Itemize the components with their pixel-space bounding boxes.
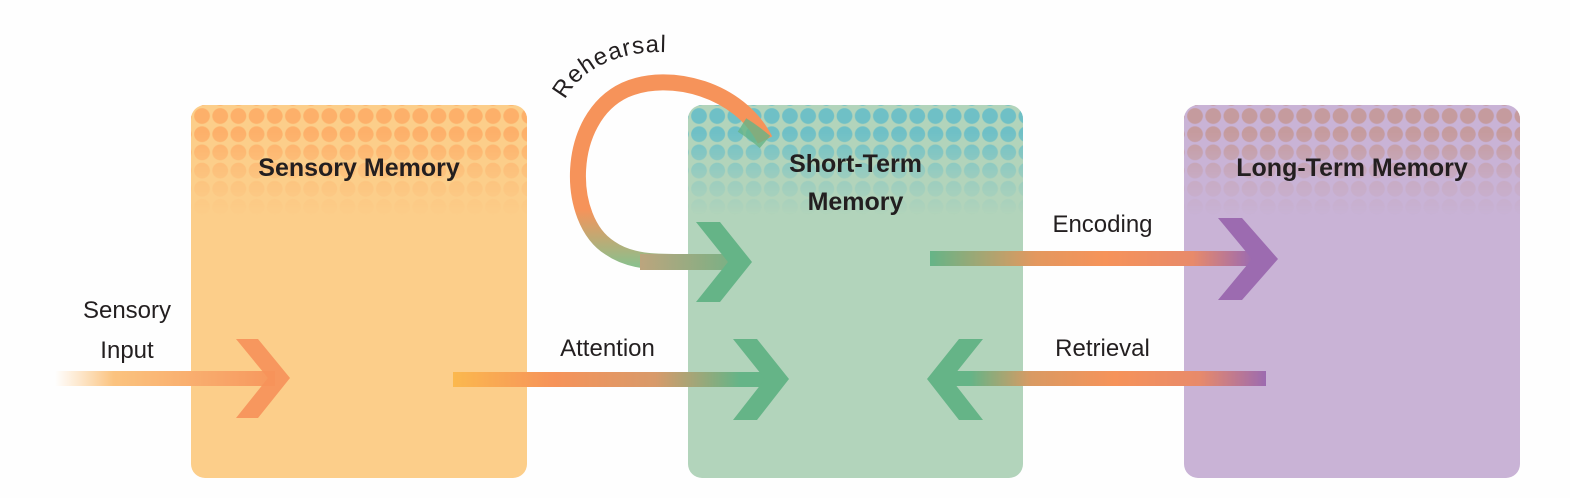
attention-arrow-shaft bbox=[453, 372, 773, 387]
short-term-memory-title-line1: Short-Term bbox=[789, 150, 922, 178]
rehearsal-loop-start bbox=[737, 118, 771, 149]
sensory-input-arrow-shaft bbox=[55, 371, 275, 386]
short-term-memory-title-line2: Memory bbox=[807, 188, 904, 216]
encoding-arrow-shaft bbox=[930, 251, 1260, 266]
long-term-memory-title: Long-Term Memory bbox=[1236, 154, 1468, 182]
rehearsal-arrow-head bbox=[696, 222, 752, 302]
attention-label: Attention bbox=[560, 335, 655, 362]
retrieval-arrow-shaft bbox=[945, 371, 1266, 386]
rehearsal-loop-path bbox=[569, 74, 773, 270]
attention-arrow-head bbox=[733, 339, 789, 420]
retrieval-label: Retrieval bbox=[1055, 335, 1150, 362]
sensory-input-arrow-head bbox=[236, 339, 290, 418]
encoding-arrow-head bbox=[1218, 218, 1278, 300]
encoding-arrow bbox=[930, 218, 1278, 300]
retrieval-arrow bbox=[927, 339, 1266, 420]
dot-pattern bbox=[191, 105, 527, 215]
retrieval-arrow-head bbox=[927, 339, 983, 420]
sensory-input-label-line1: Sensory bbox=[82, 297, 172, 324]
attention-arrow bbox=[453, 339, 789, 420]
dot-pattern bbox=[1184, 105, 1520, 215]
sensory-input-arrow bbox=[55, 339, 290, 418]
encoding-label: Encoding bbox=[1052, 211, 1153, 238]
sensory-input-label-line2: Input bbox=[100, 337, 154, 364]
sensory-memory-title: Sensory Memory bbox=[258, 154, 460, 182]
rehearsal-loop-arrow bbox=[569, 74, 773, 302]
